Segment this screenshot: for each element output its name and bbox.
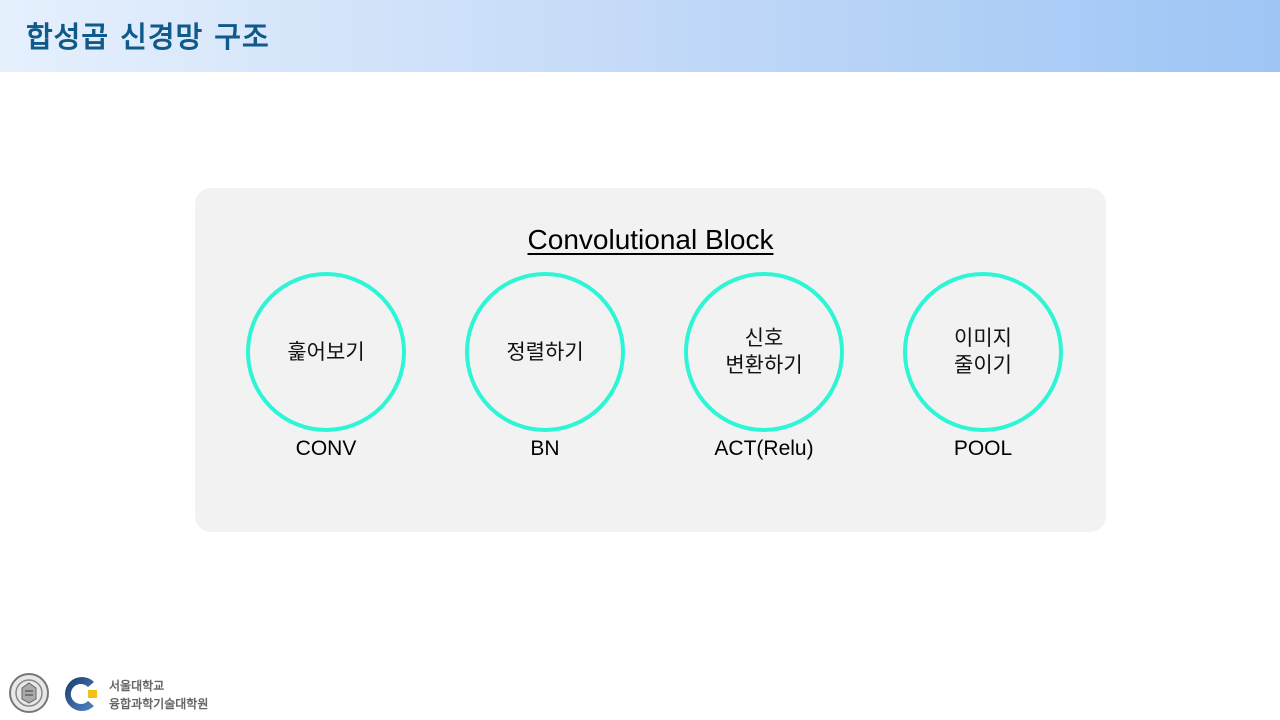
page-title: 합성곱 신경망 구조 — [26, 20, 270, 54]
block-title: Convolutional Block — [527, 224, 774, 255]
stage-pool: 이미지 줄이기 POOL — [903, 272, 1063, 472]
stage-conv: 훑어보기 CONV — [246, 272, 406, 472]
stage-abbr: ACT(Relu) — [714, 437, 814, 460]
stage-abbr: POOL — [953, 437, 1013, 460]
footer-text: 서울대학교 융합과학기술대학원 — [109, 677, 208, 713]
stage-abbr: CONV — [295, 437, 357, 460]
footer-logos: 서울대학교 융합과학기술대학원 — [8, 672, 268, 716]
stage-circle: 훑어보기 — [246, 272, 406, 432]
stage-circle: 신호 변환하기 — [684, 272, 844, 432]
footer-line-graduate-school: 융합과학기술대학원 — [109, 697, 209, 711]
c-logo-icon — [64, 677, 97, 711]
stage-label: 훑어보기 — [287, 339, 365, 364]
stage-label: 신호 변환하기 — [725, 326, 803, 377]
stage-abbr: BN — [530, 437, 560, 460]
stage-label: 이미지 줄이기 — [954, 326, 1012, 377]
stage-act: 신호 변환하기 ACT(Relu) — [684, 272, 844, 472]
university-seal-icon — [9, 673, 49, 713]
stage-label: 정렬하기 — [506, 339, 584, 364]
title-bar: 합성곱 신경망 구조 — [0, 0, 1280, 72]
stage-bn: 정렬하기 BN — [465, 272, 625, 472]
convolutional-block-panel: Convolutional Block 훑어보기 CONV 정렬하기 BN 신호… — [195, 188, 1106, 532]
stage-circle: 이미지 줄이기 — [903, 272, 1063, 432]
footer-line-university: 서울대학교 — [109, 679, 165, 693]
stage-circle: 정렬하기 — [465, 272, 625, 432]
